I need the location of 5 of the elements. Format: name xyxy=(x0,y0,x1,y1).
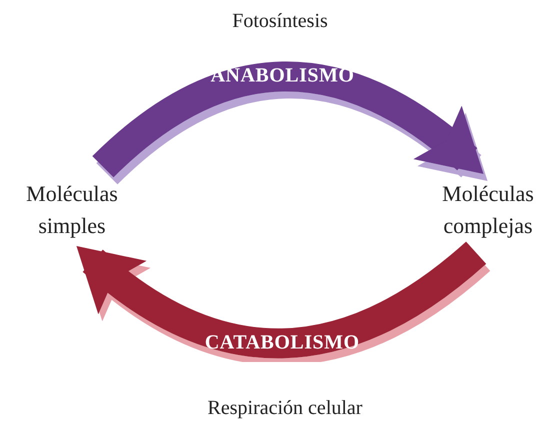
molecule-label: Moléculas complejas xyxy=(418,178,558,242)
edge-label: CATABOLISMO xyxy=(204,332,360,355)
molecule-label: Moléculas simples xyxy=(2,178,142,242)
process-label: Fotosíntesis xyxy=(232,10,328,33)
process-label: Respiración celular xyxy=(208,397,362,420)
